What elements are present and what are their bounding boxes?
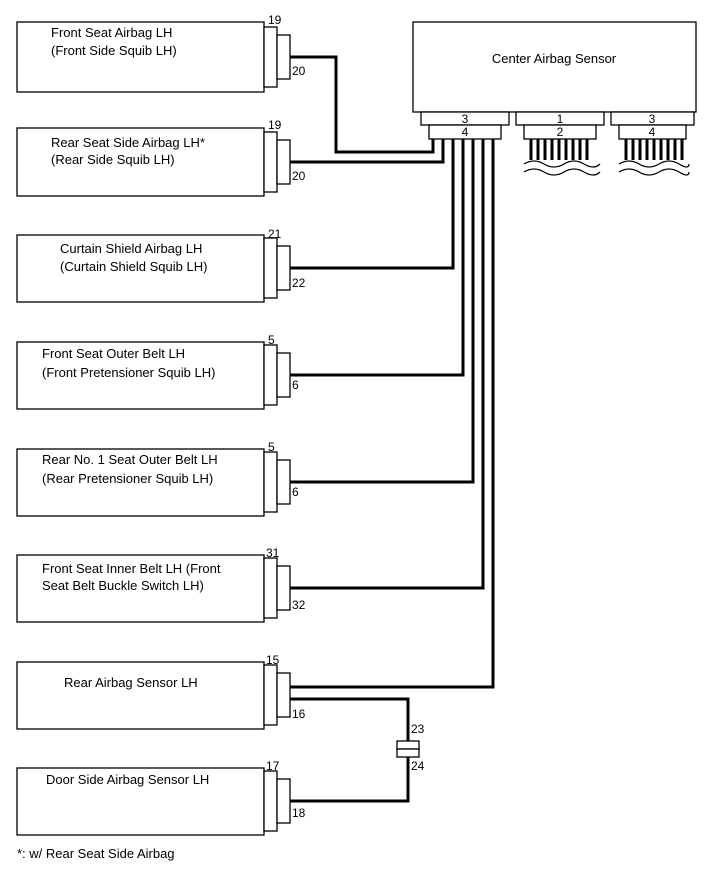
junction-connector: 23 24 [396, 722, 425, 773]
component-box [16, 661, 265, 730]
component-box [16, 767, 265, 836]
connector-outer [263, 26, 278, 88]
component-rear-seat-side-airbag-lh: Rear Seat Side Airbag LH* (Rear Side Squ… [16, 118, 306, 197]
center-connector-a: 3 4 [420, 111, 510, 140]
connector-outer [263, 664, 278, 726]
component-box [16, 554, 265, 623]
component-label-line1: Rear Seat Side Airbag LH* [51, 135, 205, 150]
component-label-line2: (Front Pretensioner Squib LH) [42, 365, 215, 380]
connector-inner [276, 672, 291, 718]
center-connector-a-pin-top: 3 [462, 112, 469, 126]
junction-connector-top [396, 740, 420, 750]
connector-outer [263, 131, 278, 193]
connector-inner [276, 778, 291, 824]
component-label-line1: Rear No. 1 Seat Outer Belt LH [42, 452, 218, 467]
component-label-line1: Front Seat Outer Belt LH [42, 346, 185, 361]
pin-a-label: 17 [266, 759, 280, 773]
center-airbag-sensor: Center Airbag Sensor 3 4 1 2 [412, 21, 697, 176]
center-connector-c-wire-stubs [618, 139, 690, 176]
component-label-line2: (Rear Pretensioner Squib LH) [42, 471, 213, 486]
wiring-harness [290, 55, 495, 803]
pin-b-label: 32 [292, 598, 306, 612]
connector-inner [276, 34, 291, 80]
connector-outer [263, 237, 278, 299]
center-connector-c: 3 4 [610, 111, 695, 176]
component-label-line1: Rear Airbag Sensor LH [64, 675, 198, 690]
pin-a-label: 19 [268, 13, 282, 27]
component-label-line2: (Curtain Shield Squib LH) [60, 259, 207, 274]
component-rear-airbag-sensor-lh: Rear Airbag Sensor LH 15 16 [16, 653, 306, 730]
component-box [16, 234, 265, 303]
component-box [16, 21, 265, 93]
center-connector-b-pin-top: 1 [557, 112, 564, 126]
pin-b-label: 22 [292, 276, 306, 290]
component-front-seat-outer-belt-lh: Front Seat Outer Belt LH (Front Pretensi… [16, 333, 299, 410]
center-connector-a-bottom [428, 124, 502, 140]
component-front-seat-airbag-lh: Front Seat Airbag LH (Front Side Squib L… [16, 13, 306, 93]
center-airbag-sensor-box [412, 21, 697, 113]
center-connector-c-pin-bottom: 4 [649, 125, 656, 139]
pin-a-label: 31 [266, 546, 280, 560]
component-rear-no1-seat-outer-belt-lh: Rear No. 1 Seat Outer Belt LH (Rear Pret… [16, 440, 299, 517]
pin-a-label: 21 [268, 227, 282, 241]
junction-pin-bottom-label: 24 [411, 759, 425, 773]
connector-inner [276, 139, 291, 185]
center-connector-a-pin-bottom: 4 [462, 125, 469, 139]
connector-inner [276, 352, 291, 398]
component-box [16, 448, 265, 517]
wire-rear-airbag-sensor-15 [290, 139, 495, 689]
connector-inner [276, 459, 291, 505]
junction-pin-top-label: 23 [411, 722, 425, 736]
junction-connector-bottom [396, 748, 420, 758]
center-connector-c-pin-top: 3 [649, 112, 656, 126]
component-label-line1: Front Seat Inner Belt LH (Front [42, 561, 221, 576]
wire-front-seat-inner-belt [290, 139, 485, 590]
component-label-line1: Door Side Airbag Sensor LH [46, 772, 209, 787]
pin-a-label: 15 [266, 653, 280, 667]
wire-front-seat-outer-belt [290, 139, 465, 377]
component-label-line2: (Front Side Squib LH) [51, 43, 177, 58]
wire-rear-seat-side-airbag [290, 139, 445, 164]
center-connector-b-pin-bottom: 2 [557, 125, 564, 139]
pin-a-label: 19 [268, 118, 282, 132]
connector-outer [263, 770, 278, 832]
connector-outer [263, 557, 278, 619]
center-connector-b-wire-stubs [523, 139, 601, 176]
component-door-side-airbag-sensor-lh: Door Side Airbag Sensor LH 17 18 [16, 759, 306, 836]
wire-door-side-airbag-sensor-18 [290, 756, 410, 803]
component-label-line2: (Rear Side Squib LH) [51, 152, 175, 167]
pin-b-label: 20 [292, 64, 306, 78]
connector-outer [263, 344, 278, 406]
wire-rear-seat-outer-belt [290, 139, 475, 484]
pin-a-label: 5 [268, 333, 275, 347]
component-curtain-shield-airbag-lh: Curtain Shield Airbag LH (Curtain Shield… [16, 227, 306, 303]
component-label-line1: Front Seat Airbag LH [51, 25, 172, 40]
connector-inner [276, 565, 291, 611]
pin-b-label: 16 [292, 707, 306, 721]
connector-outer [263, 451, 278, 513]
footnote: *: w/ Rear Seat Side Airbag [17, 846, 175, 861]
pin-b-label: 6 [292, 378, 299, 392]
center-connector-b: 1 2 [515, 111, 605, 176]
wire-rear-airbag-sensor-16 [290, 697, 410, 741]
connector-inner [276, 245, 291, 291]
component-front-seat-inner-belt-lh: Front Seat Inner Belt LH (Front Seat Bel… [16, 546, 306, 623]
component-label-line2: Seat Belt Buckle Switch LH) [42, 578, 204, 593]
component-box [16, 341, 265, 410]
wire-curtain-shield-airbag [290, 139, 455, 270]
center-airbag-sensor-label: Center Airbag Sensor [492, 51, 617, 66]
pin-b-label: 20 [292, 169, 306, 183]
pin-a-label: 5 [268, 440, 275, 454]
wire-front-seat-airbag [290, 55, 435, 154]
component-label-line1: Curtain Shield Airbag LH [60, 241, 202, 256]
pin-b-label: 6 [292, 485, 299, 499]
pin-b-label: 18 [292, 806, 306, 820]
component-box [16, 127, 265, 197]
